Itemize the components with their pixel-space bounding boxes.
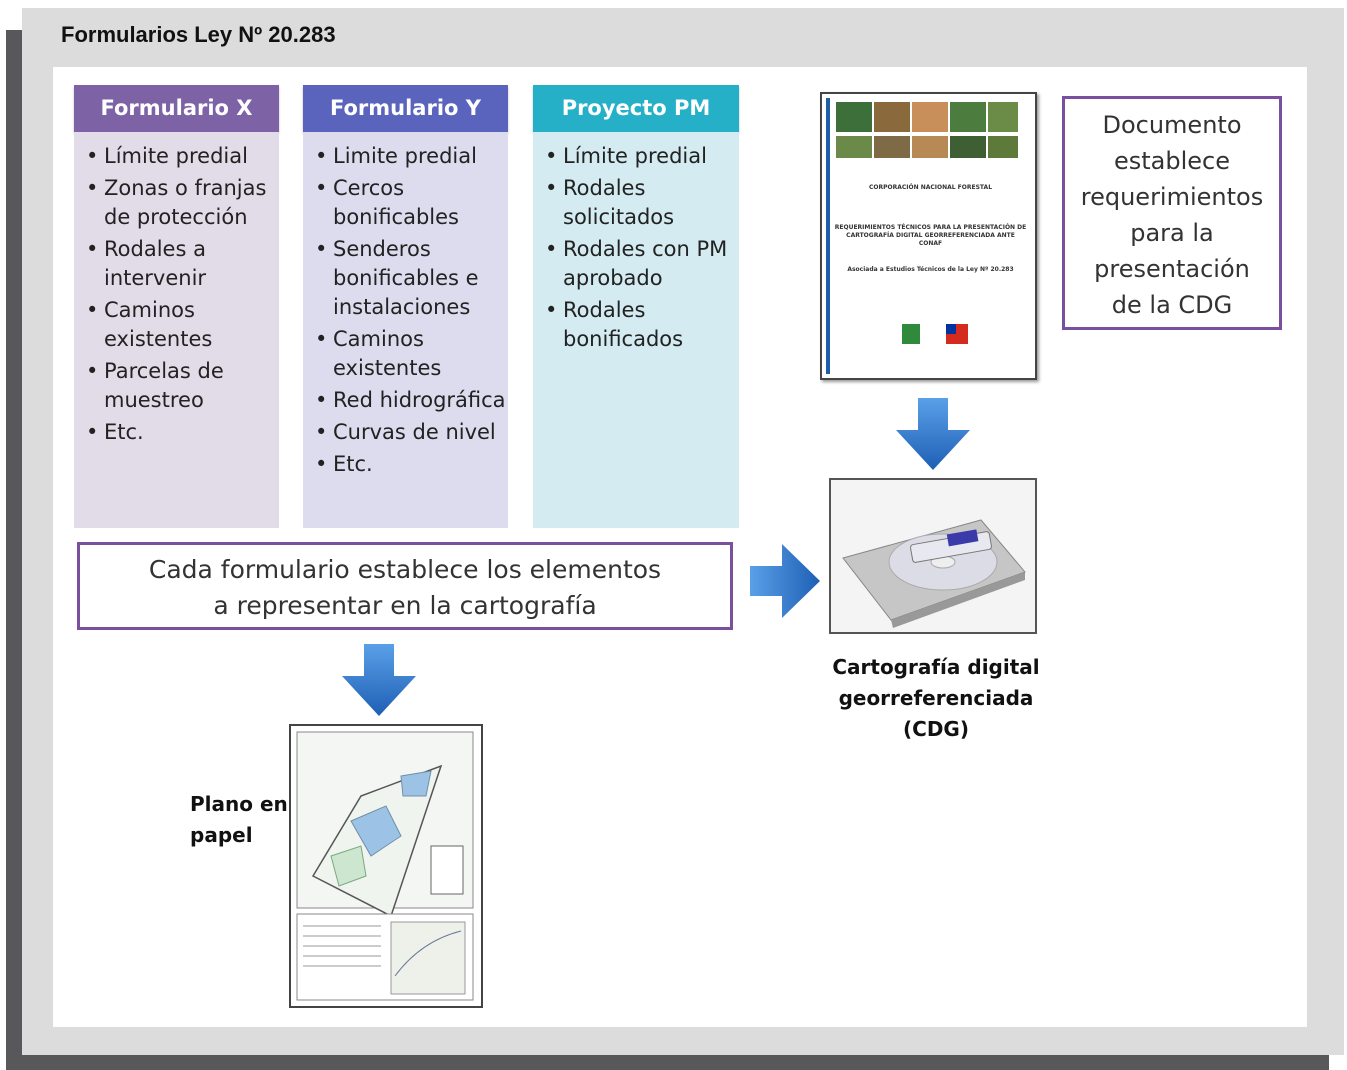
list-item: Rodales bonificados bbox=[545, 296, 739, 354]
documento-box: Documento establece requerimientos para … bbox=[1062, 96, 1282, 330]
column-proyecto-pm-body: Límite predial Rodales solicitados Rodal… bbox=[533, 132, 739, 528]
cada-formulario-line-2: a representar en la cartografía bbox=[213, 591, 597, 620]
cdg-caption: Cartografía digital georreferenciada (CD… bbox=[820, 652, 1052, 745]
cada-formulario-line-1: Cada formulario establece los elementos bbox=[148, 555, 662, 584]
column-proyecto-pm-title: Proyecto PM bbox=[533, 85, 739, 132]
cada-formulario-box: Cada formulario establece los elementos … bbox=[77, 542, 733, 630]
document-cover-image: CORPORACIÓN NACIONAL FORESTAL REQUERIMIE… bbox=[820, 92, 1037, 380]
column-proyecto-pm-list: Límite predial Rodales solicitados Rodal… bbox=[533, 142, 739, 354]
list-item: Límite predial bbox=[545, 142, 739, 171]
arrow-down-icon bbox=[896, 398, 970, 470]
arrow-right-icon bbox=[750, 544, 820, 618]
plano-map-illustration bbox=[296, 731, 474, 1001]
list-item: Rodales solicitados bbox=[545, 174, 739, 232]
documento-line: para la bbox=[1130, 219, 1214, 247]
cover-subtitle-text: Asociada a Estudios Técnicos de la Ley N… bbox=[847, 266, 1014, 273]
cdg-caption-line-3: (CDG) bbox=[903, 717, 969, 741]
list-item: Etc. bbox=[315, 450, 508, 479]
plano-caption: Plano en papel bbox=[190, 789, 288, 851]
list-item: Red hidrográfica bbox=[315, 386, 508, 415]
cover-title-text: REQUERIMIENTOS TÉCNICOS PARA LA PRESENTA… bbox=[834, 224, 1027, 247]
column-formulario-x-body: Límite predial Zonas o franjas de protec… bbox=[74, 132, 279, 528]
documento-line: Documento bbox=[1102, 111, 1242, 139]
cd-illustration bbox=[842, 519, 1026, 628]
list-item: Límite predial bbox=[86, 142, 279, 171]
list-item: Senderos bonificables e instalaciones bbox=[315, 235, 508, 322]
documento-line: establece bbox=[1113, 147, 1230, 175]
plano-caption-line-1: Plano en bbox=[190, 792, 288, 816]
list-item: Parcelas de muestreo bbox=[86, 357, 279, 415]
list-item: Curvas de nivel bbox=[315, 418, 508, 447]
column-formulario-x-title: Formulario X bbox=[74, 85, 279, 132]
list-item: Caminos existentes bbox=[315, 325, 508, 383]
list-item: Etc. bbox=[86, 418, 279, 447]
list-item: Rodales a intervenir bbox=[86, 235, 279, 293]
documento-line: requerimientos bbox=[1080, 183, 1264, 211]
cover-photos bbox=[836, 102, 1018, 344]
plano-map-image bbox=[289, 724, 483, 1008]
column-formulario-y-title: Formulario Y bbox=[303, 85, 508, 132]
cd-usb-image bbox=[829, 478, 1037, 634]
cdg-caption-line-2: georreferenciada bbox=[838, 686, 1034, 710]
column-formulario-x: Formulario X Límite predial Zonas o fran… bbox=[74, 85, 279, 528]
list-item: Cercos bonificables bbox=[315, 174, 508, 232]
plano-caption-line-2: papel bbox=[190, 823, 253, 847]
cdg-caption-line-1: Cartografía digital bbox=[832, 655, 1040, 679]
documento-line: presentación bbox=[1094, 255, 1250, 283]
column-formulario-y: Formulario Y Limite predial Cercos bonif… bbox=[303, 85, 508, 528]
cover-org-text: CORPORACIÓN NACIONAL FORESTAL bbox=[868, 184, 993, 191]
column-proyecto-pm: Proyecto PM Límite predial Rodales solic… bbox=[533, 85, 739, 528]
list-item: Rodales con PM aprobado bbox=[545, 235, 739, 293]
documento-line: de la CDG bbox=[1111, 291, 1233, 319]
cover-edge bbox=[826, 98, 830, 374]
list-item: Limite predial bbox=[315, 142, 508, 171]
page-title: Formularios Ley Nº 20.283 bbox=[61, 22, 336, 47]
column-formulario-x-list: Límite predial Zonas o franjas de protec… bbox=[74, 142, 279, 447]
list-item: Caminos existentes bbox=[86, 296, 279, 354]
list-item: Zonas o franjas de protección bbox=[86, 174, 279, 232]
column-formulario-y-body: Limite predial Cercos bonificables Sende… bbox=[303, 132, 508, 528]
column-formulario-y-list: Limite predial Cercos bonificables Sende… bbox=[303, 142, 508, 479]
arrow-down-icon bbox=[342, 644, 416, 716]
